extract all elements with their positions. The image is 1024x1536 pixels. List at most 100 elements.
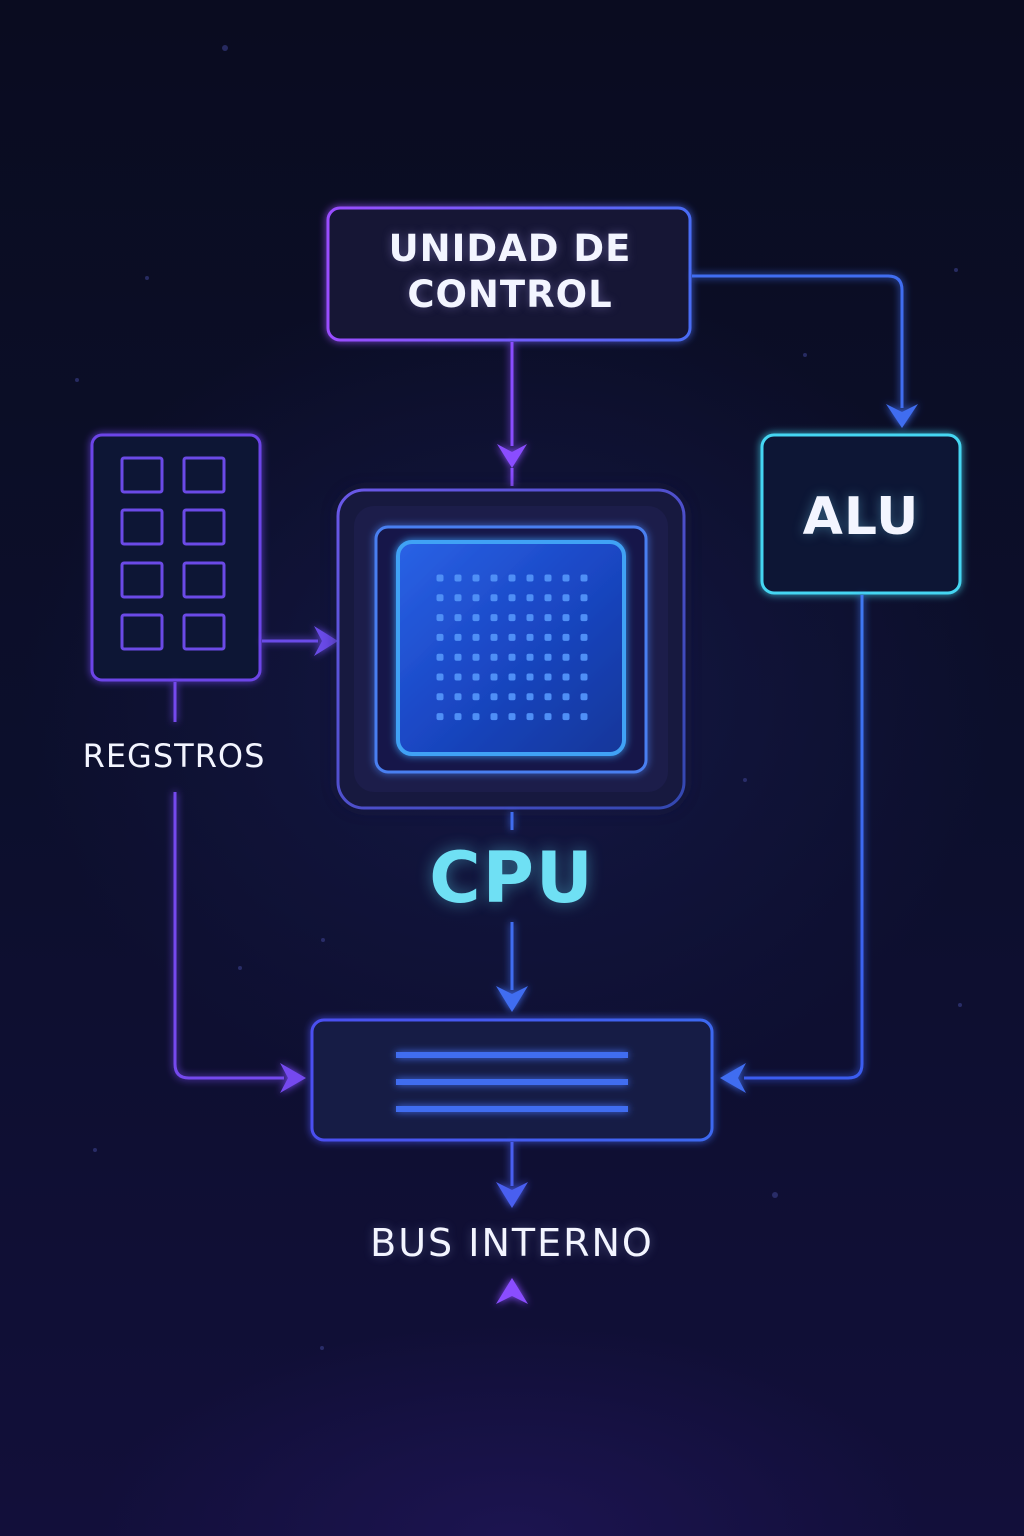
cpu-die-dot: [436, 574, 444, 582]
cpu-die-dot: [508, 693, 516, 701]
cpu-die-dot: [436, 693, 444, 701]
registers-to-cpu-arrow: [262, 626, 338, 656]
cpu-die-dot: [508, 713, 516, 721]
registers-label: REGSTROS: [82, 737, 266, 775]
cpu-die-dot: [508, 653, 516, 661]
cpu-die-dot: [544, 693, 552, 701]
alu-to-bus-arrow: [720, 595, 864, 1093]
cpu-die-dot: [472, 574, 480, 582]
cpu-die-dot: [454, 594, 462, 602]
cpu-die-dot: [508, 614, 516, 622]
control-unit-label: UNIDAD DE CONTROL: [330, 226, 690, 318]
register-cell: [182, 456, 226, 494]
control-unit-label-line1: UNIDAD DE: [388, 227, 632, 270]
cpu-die-dot-grid: [436, 574, 588, 721]
cpu-die-dot: [490, 713, 498, 721]
register-cell: [120, 456, 164, 494]
cpu-die-dot: [580, 594, 588, 602]
cpu-die-dot: [472, 693, 480, 701]
cpu-die-dot: [526, 673, 534, 681]
cpu-die-dot: [580, 653, 588, 661]
control-to-alu-arrow: [692, 274, 918, 428]
bus-box: [310, 1018, 714, 1142]
cpu-die-dot: [580, 673, 588, 681]
cpu-die-dot: [580, 633, 588, 641]
bus-to-label-arrow: [496, 1142, 528, 1208]
cpu-die-dot: [526, 653, 534, 661]
cpu-die-dot: [562, 673, 570, 681]
background-stars: [75, 45, 962, 1350]
cpu-die-dot: [454, 673, 462, 681]
alu-box: [760, 433, 962, 595]
cpu-die-dot: [454, 574, 462, 582]
cpu-die-dot: [436, 633, 444, 641]
cpu-die-dot: [436, 594, 444, 602]
control-to-cpu-arrow: [497, 342, 527, 486]
cpu-die-dot: [436, 713, 444, 721]
cpu-die-dot: [526, 574, 534, 582]
cpu-die-dot: [508, 673, 516, 681]
cpu-die-dot: [454, 614, 462, 622]
cpu-die-dot: [472, 713, 480, 721]
cpu-die-dot: [526, 614, 534, 622]
register-cell: [120, 561, 164, 599]
cpu-die-dot: [562, 574, 570, 582]
cpu-to-bus-arrow: [496, 812, 528, 1012]
cpu-die-dot: [508, 594, 516, 602]
cpu-die-dot: [544, 713, 552, 721]
cpu-die-dot: [526, 594, 534, 602]
cpu-die-dot: [472, 594, 480, 602]
register-cell: [182, 508, 226, 546]
cpu-die-dot: [490, 653, 498, 661]
cpu-die-dot: [436, 673, 444, 681]
external-input-arrow: [496, 1278, 528, 1440]
cpu-die-dot: [454, 633, 462, 641]
cpu-die-dot: [526, 633, 534, 641]
cpu-chip: [336, 488, 686, 810]
cpu-die-dot: [490, 614, 498, 622]
cpu-die-dot: [454, 653, 462, 661]
cpu-die-dot: [562, 633, 570, 641]
cpu-die-dot: [490, 633, 498, 641]
register-cell: [182, 613, 226, 651]
cpu-die-dot: [562, 713, 570, 721]
cpu-die-dot: [472, 633, 480, 641]
cpu-die-dot: [544, 633, 552, 641]
cpu-die-dot: [526, 693, 534, 701]
cpu-die-dot: [526, 713, 534, 721]
cpu-die-dot: [562, 693, 570, 701]
bus-lines: [396, 1052, 628, 1112]
register-cells: [120, 456, 226, 651]
cpu-die-dot: [544, 574, 552, 582]
cpu-die-dot: [490, 693, 498, 701]
cpu-die-dot: [544, 653, 552, 661]
cpu-die-dot: [436, 614, 444, 622]
cpu-die-dot: [490, 673, 498, 681]
cpu-die-dot: [544, 673, 552, 681]
cpu-die-dot: [436, 653, 444, 661]
cpu-die-dot: [472, 614, 480, 622]
cpu-die-dot: [490, 574, 498, 582]
cpu-die-dot: [580, 713, 588, 721]
cpu-label: CPU: [429, 837, 595, 919]
cpu-die-dot: [544, 614, 552, 622]
control-unit-box: [326, 206, 692, 342]
cpu-die-dot: [580, 614, 588, 622]
cpu-die-dot: [562, 594, 570, 602]
registers-to-bus-arrow: [173, 682, 306, 1093]
cpu-die-dot: [580, 574, 588, 582]
register-cell: [182, 561, 226, 599]
registers-box: [90, 433, 262, 682]
cpu-die-dot: [472, 673, 480, 681]
alu-label: ALU: [802, 487, 920, 547]
cpu-die-dot: [562, 614, 570, 622]
register-cell: [120, 508, 164, 546]
cpu-die-dot: [454, 713, 462, 721]
cpu-die-dot: [562, 653, 570, 661]
cpu-die-dot: [580, 693, 588, 701]
control-unit-label-line2: CONTROL: [407, 273, 613, 316]
cpu-die-dot: [472, 653, 480, 661]
bus-label: BUS INTERNO: [370, 1221, 654, 1265]
